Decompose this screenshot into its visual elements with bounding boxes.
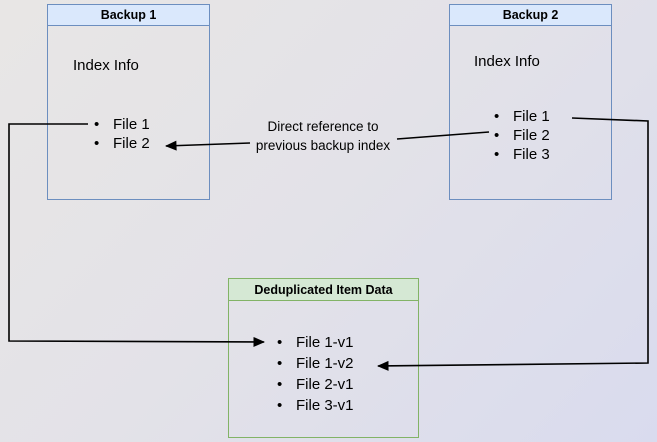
- dedup-item: File 1-v1: [269, 332, 354, 353]
- backup2-file-item: File 1: [486, 107, 550, 126]
- dedup-item-list: File 1-v1 File 1-v2 File 2-v1 File 3-v1: [269, 332, 354, 416]
- backup2-node: Backup 2 Index Info File 1 File 2 File 3: [449, 4, 612, 200]
- backup1-node: Backup 1 Index Info File 1 File 2: [47, 4, 210, 200]
- backup1-file-list: File 1 File 2: [86, 115, 150, 153]
- backup1-file-item: File 1: [86, 115, 150, 134]
- edge-label-line2: previous backup index: [255, 138, 391, 153]
- backup1-index-info-label: Index Info: [73, 57, 139, 74]
- dedup-header: Deduplicated Item Data: [229, 279, 418, 301]
- backup2-index-info-label: Index Info: [474, 53, 540, 70]
- edge-label-line1: Direct reference to: [267, 119, 379, 134]
- dedup-title: Deduplicated Item Data: [254, 282, 393, 297]
- backup1-header: Backup 1: [48, 5, 209, 26]
- dedup-item: File 1-v2: [269, 353, 354, 374]
- backup2-title: Backup 2: [502, 8, 559, 22]
- backup1-file-item: File 2: [86, 134, 150, 153]
- backup2-file-item: File 3: [486, 145, 550, 164]
- edge-label-direct-reference: Direct reference to previous backup inde…: [237, 117, 409, 155]
- backup1-title: Backup 1: [100, 8, 157, 22]
- dedup-item: File 2-v1: [269, 374, 354, 395]
- backup2-file-item: File 2: [486, 126, 550, 145]
- dedup-item: File 3-v1: [269, 395, 354, 416]
- deduplicated-item-data-node: Deduplicated Item Data File 1-v1 File 1-…: [228, 278, 419, 438]
- backup2-header: Backup 2: [450, 5, 611, 26]
- backup2-file-list: File 1 File 2 File 3: [486, 107, 550, 164]
